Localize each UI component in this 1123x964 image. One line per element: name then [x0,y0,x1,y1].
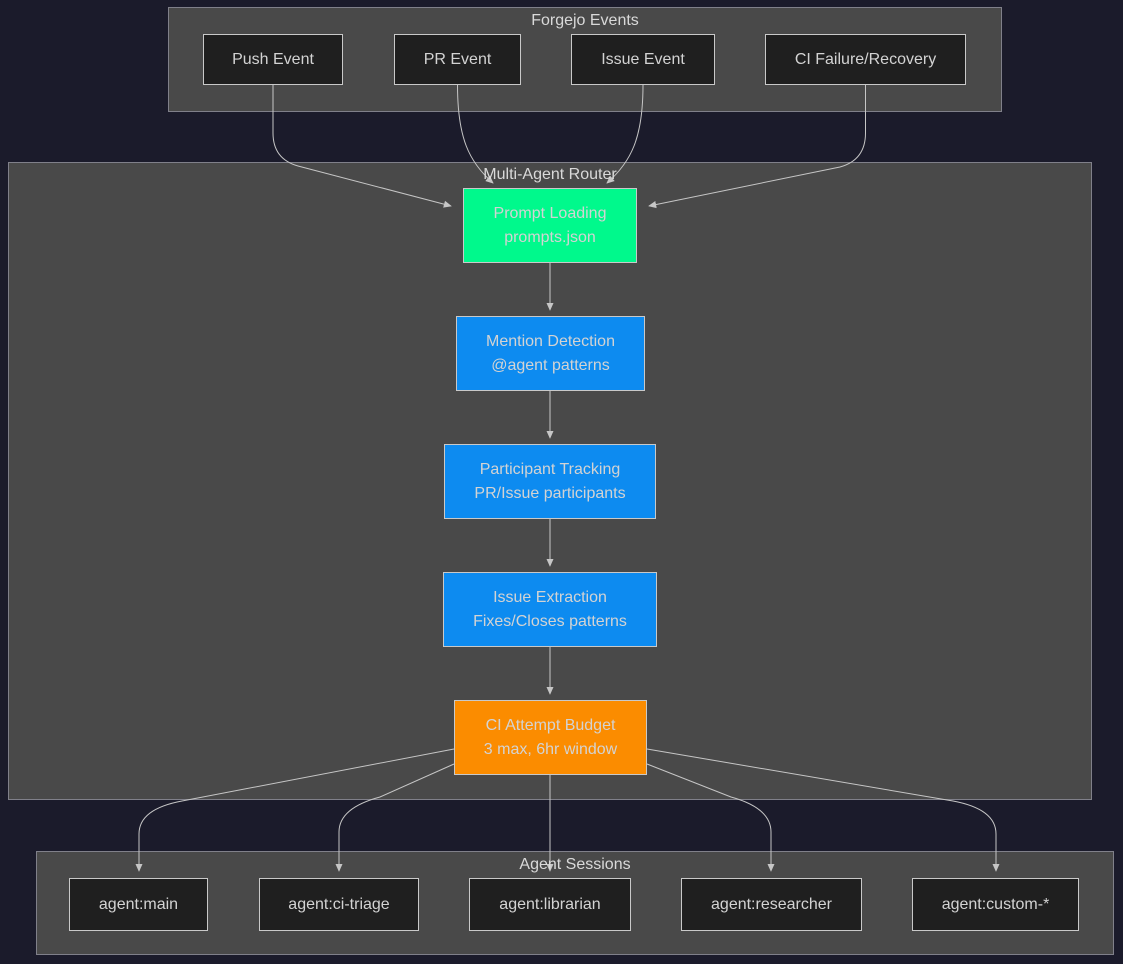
node-ci-attempt-budget-line1: CI Attempt Budget [485,716,616,734]
node-pr-event: PR Event [394,34,521,85]
node-ci-failure-recovery: CI Failure/Recovery [765,34,966,85]
node-participant-tracking-line1: Participant Tracking [479,460,621,478]
node-mention-detection: Mention Detection @agent patterns [456,316,645,391]
node-ci-failure-recovery-label: CI Failure/Recovery [794,50,937,68]
node-participant-tracking: Participant Tracking PR/Issue participan… [444,444,656,519]
node-prompt-loading: Prompt Loading prompts.json [463,188,637,263]
node-participant-tracking-line2: PR/Issue participants [474,484,626,502]
node-issue-event: Issue Event [571,34,715,85]
node-mention-detection-line2: @agent patterns [491,356,610,374]
node-agent-ci-triage-label: agent:ci-triage [288,895,390,913]
node-issue-extraction-line1: Issue Extraction [493,588,607,606]
node-ci-attempt-budget: CI Attempt Budget 3 max, 6hr window [454,700,647,775]
node-agent-ci-triage: agent:ci-triage [259,878,419,931]
node-agent-custom: agent:custom-* [912,878,1079,931]
node-agent-librarian-label: agent:librarian [499,895,601,913]
node-prompt-loading-line1: Prompt Loading [493,204,607,222]
cluster-title-agent-sessions: Agent Sessions [519,856,631,873]
node-push-event: Push Event [203,34,343,85]
node-agent-researcher-label: agent:researcher [711,895,832,913]
node-agent-main-label: agent:main [98,895,179,913]
node-mention-detection-line1: Mention Detection [486,332,615,350]
node-ci-attempt-budget-line2: 3 max, 6hr window [483,740,618,758]
cluster-title-forgejo-events: Forgejo Events [531,12,639,29]
cluster-title-multi-agent-router: Multi-Agent Router [483,166,617,183]
node-issue-extraction-line2: Fixes/Closes patterns [473,612,627,630]
node-agent-researcher: agent:researcher [681,878,862,931]
node-push-event-label: Push Event [232,50,314,68]
node-issue-event-label: Issue Event [601,50,685,68]
node-agent-custom-label: agent:custom-* [941,895,1050,913]
node-issue-extraction: Issue Extraction Fixes/Closes patterns [443,572,657,647]
node-agent-librarian: agent:librarian [469,878,631,931]
node-prompt-loading-line2: prompts.json [504,228,596,246]
node-agent-main: agent:main [69,878,208,931]
node-pr-event-label: PR Event [423,50,492,68]
